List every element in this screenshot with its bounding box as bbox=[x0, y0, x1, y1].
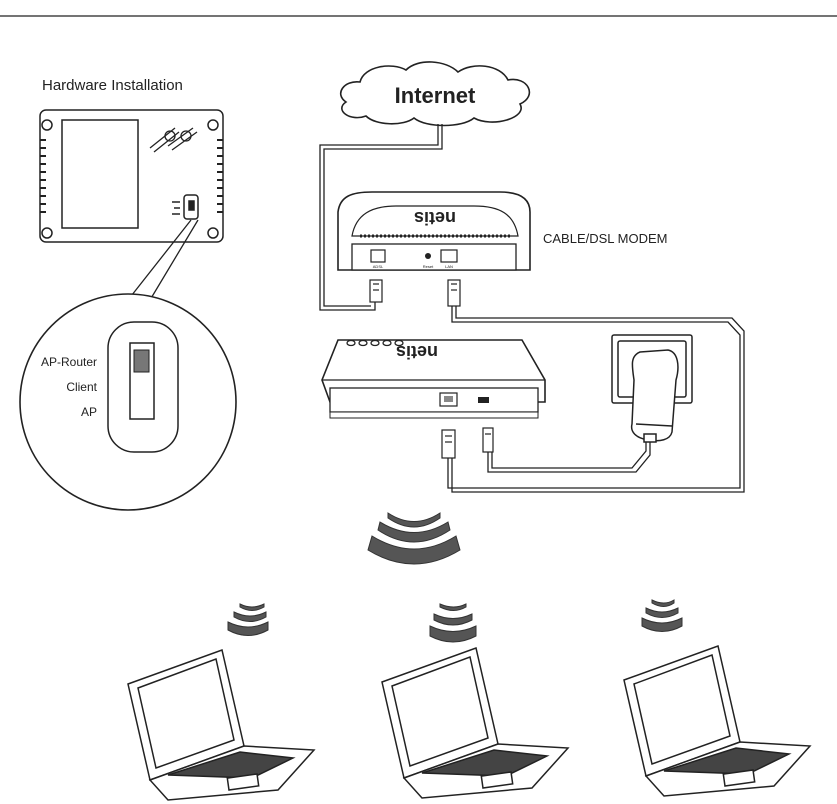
modem-brand: netis bbox=[414, 208, 456, 228]
modem-label: CABLE/DSL MODEM bbox=[543, 231, 668, 246]
internet-label: Internet bbox=[395, 83, 476, 108]
mode-label-ap: AP bbox=[81, 405, 97, 419]
switch-magnifier: AP-Router Client AP bbox=[20, 294, 236, 510]
screw-hole bbox=[42, 228, 52, 238]
laptop-wifi-signal-icon bbox=[228, 604, 268, 636]
wireless-router: netis bbox=[322, 340, 545, 418]
laptop-wifi-signal-icon bbox=[430, 604, 476, 642]
reset-label: Reset bbox=[423, 264, 434, 269]
laptop-left bbox=[128, 650, 314, 800]
lan-port-label: LAN bbox=[445, 264, 453, 269]
switch-knob bbox=[134, 350, 149, 372]
router-back-panel bbox=[40, 110, 223, 242]
reset-button bbox=[425, 253, 431, 259]
router-brand: netis bbox=[396, 342, 438, 362]
callout-lines bbox=[128, 220, 198, 300]
screw-hole bbox=[208, 120, 218, 130]
diagram-title: Hardware Installation bbox=[42, 77, 183, 94]
cable-dsl-modem: netis ADSL Reset LAN CABLE/DSL MODEM bbox=[338, 192, 668, 270]
mode-label-client: Client bbox=[66, 380, 97, 394]
laptop-right bbox=[624, 646, 810, 796]
router-power-port bbox=[478, 397, 489, 403]
mode-label-ap-router: AP-Router bbox=[41, 355, 97, 369]
screw-hole bbox=[42, 120, 52, 130]
adsl-port-label: ADSL bbox=[373, 264, 384, 269]
screw-hole bbox=[208, 228, 218, 238]
internet-cloud: Internet bbox=[341, 62, 530, 126]
laptop-center bbox=[382, 648, 568, 798]
router-wifi-signal-icon bbox=[368, 513, 460, 564]
antenna-clip-icon bbox=[150, 128, 197, 152]
cables bbox=[320, 124, 744, 492]
power-adapter bbox=[612, 335, 692, 442]
laptop-wifi-signal-icon bbox=[642, 600, 682, 632]
